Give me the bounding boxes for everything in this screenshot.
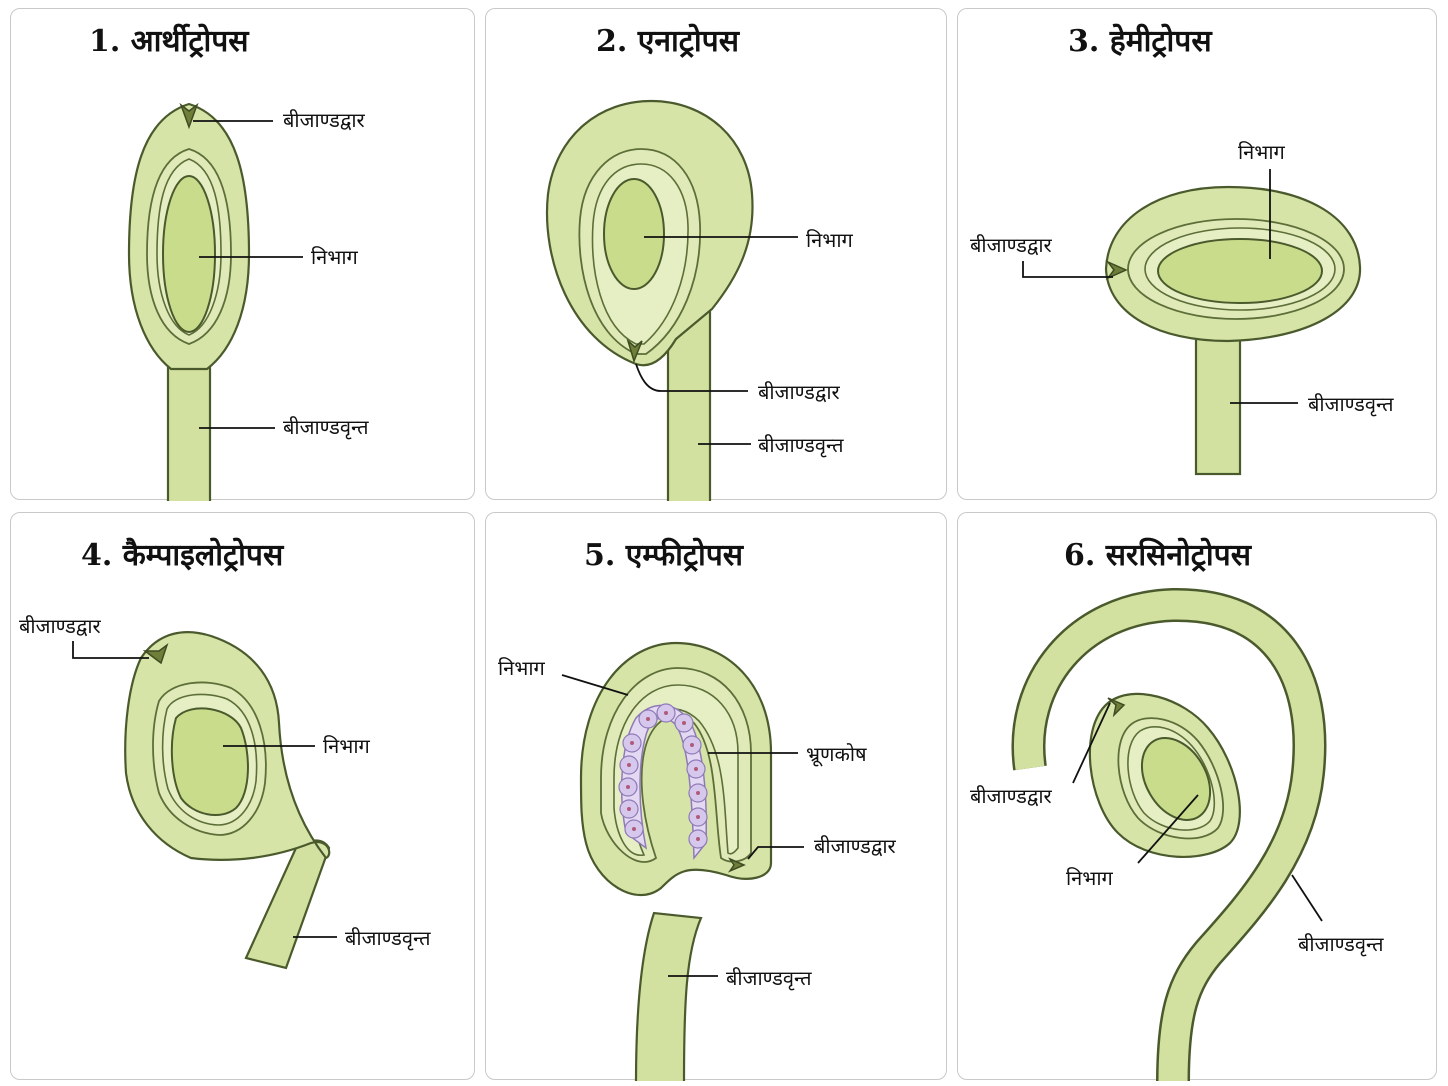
label-funicle: बीजाण्डवृन्त [758,433,844,458]
panel-title: 3. हेमीट्रोपस [1068,23,1213,59]
label-micropyle: बीजाण्डद्वार [970,784,1052,808]
leader-nucellus [561,674,629,696]
label-nucellus: निभाग [323,734,371,758]
hemitropous-ovule [1104,185,1362,476]
label-micropyle: बीजाण्डद्वार [758,380,840,404]
campylotropous-ovule [124,631,331,970]
anatropous-ovule [545,99,754,501]
panel-orthotropous: 1. आर्थीट्रोपस बीजाण्डद्वार निभाग बीजाण्… [10,8,475,501]
panel-title: 1. आर्थीट्रोपस [89,23,250,59]
label-micropyle: बीजाण्डद्वार [19,614,101,638]
label-nucellus: निभाग [806,228,854,252]
leader-micropyle [747,846,804,860]
label-funicle: बीजाण्डवृन्त [1298,932,1384,957]
label-nucellus: निभाग [498,656,546,680]
panel-title: 2. एनाट्रोपस [596,23,741,59]
leader-micropyle [635,363,748,392]
panel-hemitropous: 3. हेमीट्रोपस निभाग बीजाण्डद्वार बीजाण्ड… [957,8,1437,500]
label-embryo-sac: भ्रूणकोष [806,742,867,767]
label-funicle: बीजाण्डवृन्त [726,966,812,991]
leader-nucellus [1137,794,1199,864]
panel-circinotropous: 6. सरसिनोट्रोपस बीजाण्डद्वार निभाग बीजाण… [957,512,1437,1081]
label-nucellus: निभाग [1238,140,1286,164]
label-funicle: बीजाण्डवृन्त [283,415,369,440]
circinotropous-ovule [1011,587,1327,1081]
amphitropous-ovule [579,641,773,1081]
embryo-sac [618,703,708,861]
panel-title: 4. कैम्पाइलोट्रोपस [81,537,285,573]
panel-title: 6. सरसिनोट्रोपस [1064,537,1253,573]
leader-funicle [1291,874,1323,922]
label-micropyle: बीजाण्डद्वार [283,108,365,132]
panel-campylotropous: 4. कैम्पाइलोट्रोपस बीजाण्डद्वार निभाग बी… [10,512,475,1080]
orthotropous-ovule [127,102,251,501]
panel-anatropous: 2. एनाट्रोपस निभाग बीजाण्डद्वार बीजाण्डव… [485,8,947,501]
leader-micropyle [72,641,149,659]
label-nucellus: निभाग [311,245,359,269]
label-nucellus: निभाग [1066,866,1114,890]
leader-micropyle [1022,261,1113,278]
label-micropyle: बीजाण्डद्वार [970,233,1052,257]
label-funicle: बीजाण्डवृन्त [1308,392,1394,417]
label-funicle: बीजाण्डवृन्त [345,926,431,951]
panel-amphitropous: 5. एम्फीट्रोपस [485,512,947,1081]
panel-title: 5. एम्फीट्रोपस [584,537,745,573]
leader-micropyle [1072,702,1111,784]
label-micropyle: बीजाण्डद्वार [814,834,896,858]
